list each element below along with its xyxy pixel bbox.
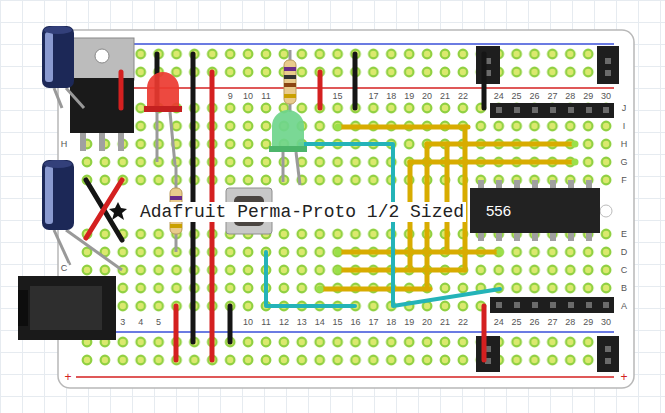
row-letter: J (621, 104, 628, 113)
ic-chip: 556 (470, 188, 600, 233)
row-letter: D (620, 248, 629, 257)
column-number: 25 (511, 92, 523, 101)
column-number: 29 (582, 92, 594, 101)
column-number: 21 (439, 92, 451, 101)
column-number: 26 (528, 318, 540, 327)
rail-sign: + (619, 371, 628, 383)
row-letter: G (619, 158, 628, 167)
column-number: 19 (403, 318, 415, 327)
column-number: 30 (600, 318, 612, 327)
column-number: 20 (421, 318, 433, 327)
column-number: 17 (367, 318, 379, 327)
column-number: 13 (296, 318, 308, 327)
rail-sign: + (63, 371, 72, 383)
column-number: 12 (278, 318, 290, 327)
column-number: 16 (349, 318, 361, 327)
column-number: 9 (227, 92, 234, 101)
column-number: 15 (332, 92, 344, 101)
column-number: 22 (457, 318, 469, 327)
column-number: 14 (314, 318, 326, 327)
column-number: 21 (439, 318, 451, 327)
column-number: 25 (511, 318, 523, 327)
column-number: 3 (119, 318, 126, 327)
row-letter: H (620, 140, 629, 149)
column-number: 19 (403, 92, 415, 101)
column-number: 17 (367, 92, 379, 101)
row-letter: C (60, 264, 69, 273)
column-number: 24 (493, 92, 505, 101)
row-letter: H (60, 140, 69, 149)
column-number: 4 (137, 318, 144, 327)
column-number: 11 (260, 318, 271, 327)
column-number: 28 (564, 92, 576, 101)
column-number: 11 (260, 92, 271, 101)
column-number: 28 (564, 318, 576, 327)
column-number: 30 (600, 92, 612, 101)
column-number: 18 (385, 318, 397, 327)
column-number: 10 (242, 318, 254, 327)
row-letter: A (620, 302, 628, 311)
column-number: 18 (385, 92, 397, 101)
board-label: Adafruit Perma-Proto 1/2 Sized (138, 202, 466, 222)
row-letter: B (620, 284, 628, 293)
column-number: 24 (493, 318, 505, 327)
column-number: 29 (582, 318, 594, 327)
column-number: 10 (242, 92, 254, 101)
row-letter: F (620, 176, 628, 185)
column-number: 26 (528, 92, 540, 101)
column-number: 20 (421, 92, 433, 101)
row-letter: I (622, 122, 627, 131)
column-number: 5 (155, 318, 162, 327)
row-letter: E (620, 230, 628, 239)
column-number: 27 (546, 92, 558, 101)
chip-label: 556 (486, 202, 511, 219)
column-number: 22 (457, 92, 469, 101)
column-number: 15 (332, 318, 344, 327)
row-letter: C (620, 266, 629, 275)
column-number: 27 (546, 318, 558, 327)
